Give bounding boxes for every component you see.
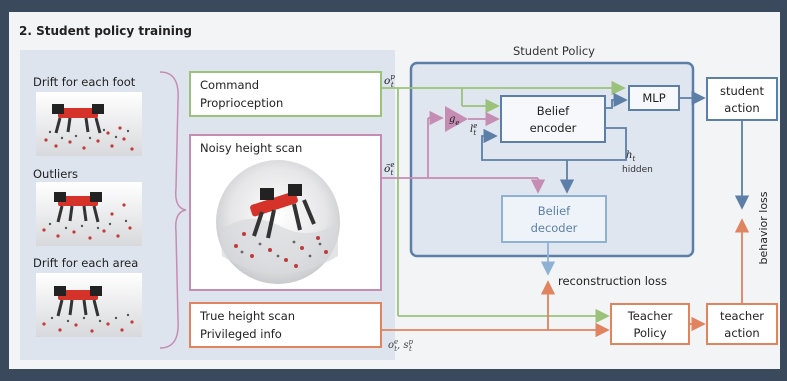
thumbnail-drift-area	[36, 273, 142, 337]
teacher-policy-box	[610, 303, 690, 345]
teacher-action-label-1: teacher	[720, 309, 764, 323]
belief-encoder-label-2: encoder	[530, 121, 577, 135]
proprioception-label: Proprioception	[200, 96, 283, 110]
hidden-symbol: ht	[626, 150, 635, 163]
caption-drift-foot: Drift for each foot	[33, 75, 136, 89]
true-scan-box	[189, 302, 382, 348]
belief-decoder-label-2: decoder	[531, 221, 578, 235]
command-box	[189, 71, 382, 117]
thumbnail-drift-foot	[36, 92, 142, 156]
hidden-label: hidden	[622, 165, 653, 175]
gate-label: ge	[449, 114, 460, 127]
hidden-state-loop	[481, 127, 627, 161]
student-action-label-1: student	[720, 84, 764, 98]
student-policy-title: Student Policy	[513, 44, 595, 58]
teacher-action-label-2: action	[724, 326, 759, 340]
teacher-policy-label-2: Policy	[633, 326, 666, 340]
teacher-action-box	[706, 303, 778, 345]
reconstruction-loss-label: reconstruction loss	[558, 274, 667, 288]
thumbnail-outliers	[36, 182, 142, 246]
caption-outliers: Outliers	[33, 167, 78, 181]
belief-encoder-box	[500, 95, 606, 143]
noisy-scan-label: Noisy height scan	[200, 141, 302, 155]
caption-drift-area: Drift for each area	[33, 256, 138, 270]
noisy-scan-image	[216, 160, 340, 284]
student-action-label-2: action	[724, 101, 759, 115]
belief-encoder-label-1: Belief	[537, 104, 570, 118]
command-label: Command	[200, 78, 259, 92]
belief-decoder-label-1: Belief	[538, 204, 571, 218]
privileged-info-label: Privileged info	[200, 327, 282, 341]
teacher-policy-label-1: Teacher	[627, 309, 673, 323]
section-title: 2. Student policy training	[19, 24, 192, 38]
mlp-box	[628, 85, 680, 111]
gate-encoder-shape	[445, 106, 468, 132]
grouping-brace	[159, 71, 187, 349]
behavior-loss-label: behavior loss	[757, 191, 770, 264]
true-scan-label: True height scan	[199, 309, 295, 323]
belief-decoder-box	[501, 195, 607, 243]
arrow-encoder-mlp	[605, 92, 628, 109]
mlp-label: MLP	[642, 91, 665, 105]
